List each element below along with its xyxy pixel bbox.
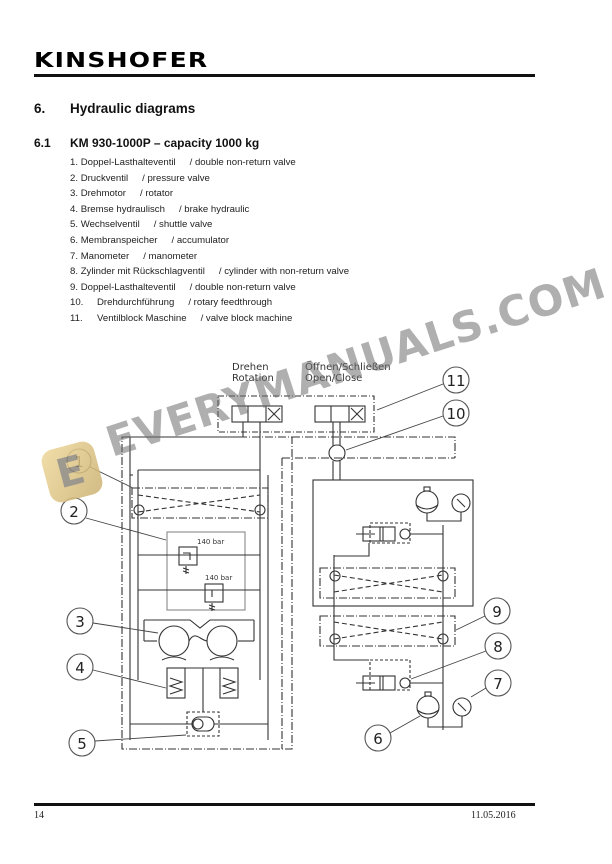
legend-item: 3. Drehmotor/ rotator — [70, 188, 174, 200]
svg-text:11: 11 — [446, 372, 465, 390]
callout-9: 9 — [483, 597, 511, 625]
label-open-en: Open/Close — [305, 373, 362, 384]
svg-text:3: 3 — [75, 613, 85, 631]
rotator-motors — [143, 619, 255, 661]
valve-block-machine — [217, 395, 375, 433]
callout-6: 6 — [364, 724, 392, 752]
svg-text:2: 2 — [69, 503, 79, 521]
legend-item: 2. Druckventil/ pressure valve — [70, 172, 210, 184]
rotary-feedthrough — [328, 444, 346, 462]
pressure-valve-block: 140 bar 140 bar — [138, 531, 260, 611]
page-number: 14 — [34, 810, 44, 821]
svg-text:4: 4 — [75, 659, 85, 677]
legend-item: 8. Zylinder mit Rückschlagventil/ cylind… — [70, 266, 350, 278]
legend-item: 7. Manometer/ manometer — [70, 250, 198, 262]
svg-text:9: 9 — [492, 603, 502, 621]
pressure-label-2: 140 bar — [205, 574, 232, 582]
callout-8: 8 — [484, 632, 512, 660]
double-non-return-valve-1 — [131, 487, 269, 519]
footer-date: 11.05.2016 — [471, 810, 516, 821]
hydraulic-brakes — [166, 667, 239, 712]
subsection-number: 6.1 — [34, 136, 51, 150]
footer-rule — [34, 803, 535, 806]
header-rule — [34, 74, 535, 77]
legend-item: 1. Doppel-Lasthalteventil/ double non-re… — [70, 157, 296, 168]
svg-text:6: 6 — [373, 730, 383, 748]
callout-11: 11 — [442, 366, 470, 394]
subsection-title: KM 930-1000P – capacity 1000 kg — [70, 136, 260, 150]
section-title: Hydraulic diagrams — [70, 101, 196, 116]
svg-text:8: 8 — [493, 638, 503, 656]
callout-5: 5 — [68, 729, 96, 757]
pressure-label-1: 140 bar — [197, 538, 224, 546]
label-rotation-en: Rotation — [232, 373, 274, 384]
callout-7: 7 — [484, 669, 512, 697]
label-open-de: Öffnen/Schließen — [305, 360, 391, 373]
kinshofer-logo: KINSHOFER — [34, 48, 209, 72]
callout-10: 10 — [442, 399, 470, 427]
svg-text:7: 7 — [493, 675, 503, 693]
label-rotation-de: Drehen — [232, 362, 269, 373]
section-number: 6. — [34, 101, 46, 116]
accumulator-top — [415, 490, 439, 514]
cylinder-non-return-valve — [333, 650, 443, 691]
accumulator — [416, 695, 440, 719]
legend-item: 4. Bremse hydraulisch/ brake hydraulic — [70, 203, 250, 215]
shuttle-valve — [130, 711, 268, 737]
legend-item: 9. Doppel-Lasthalteventil/ double non-re… — [70, 281, 296, 293]
hydraulic-diagram: Drehen Rotation Öffnen/Schließen Open/Cl… — [60, 360, 512, 757]
svg-text:10: 10 — [446, 405, 465, 423]
svg-text:5: 5 — [77, 735, 87, 753]
double-non-return-valve-9 — [319, 615, 456, 647]
callout-3: 3 — [66, 607, 94, 635]
legend-item: 5. Wechselventil/ shuttle valve — [70, 219, 213, 231]
legend-item: 10.Drehdurchführung/ rotary feedthrough — [70, 297, 273, 309]
component-legend: 1. Doppel-Lasthalteventil/ double non-re… — [70, 155, 349, 327]
callout-4: 4 — [66, 653, 94, 681]
legend-item: 6. Membranspeicher/ accumulator — [70, 234, 230, 246]
callout-2: 2 — [60, 497, 88, 525]
legend-item: 11.Ventilblock Maschine/ valve block mac… — [70, 312, 293, 324]
